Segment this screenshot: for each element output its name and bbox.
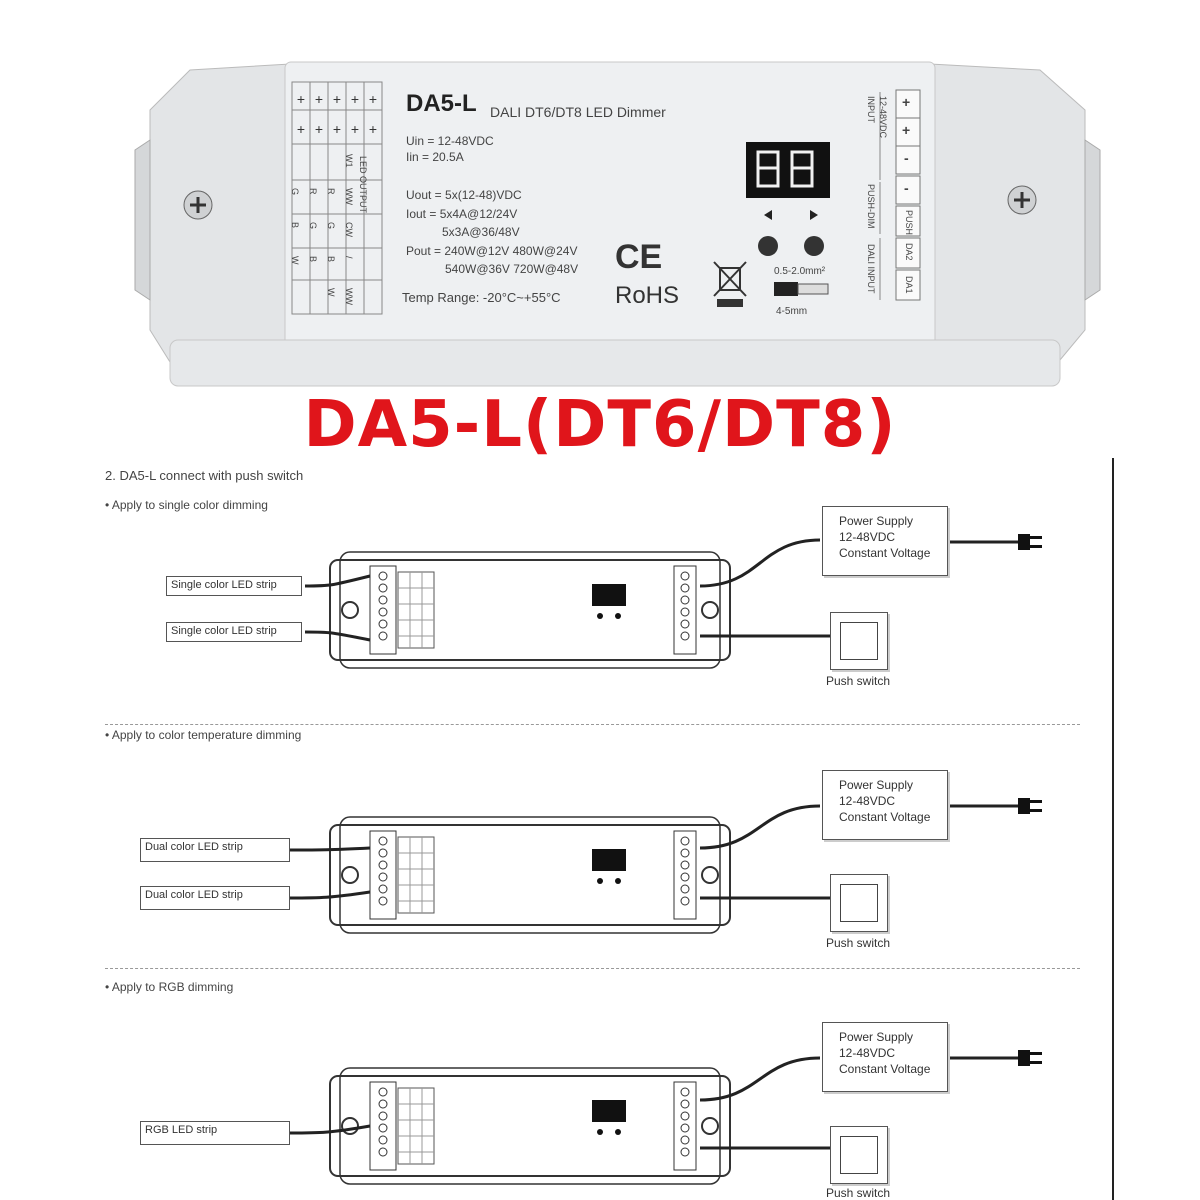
product-title: DA5-L(DT6/DT8) <box>303 388 897 462</box>
screw-icon <box>183 190 213 220</box>
svg-text:+: + <box>351 91 359 107</box>
screw-icon <box>1007 185 1037 215</box>
section-divider <box>105 724 1080 725</box>
left-button[interactable] <box>758 236 778 256</box>
svg-text:+: + <box>315 91 323 107</box>
wire-gauge: 0.5-2.0mm² <box>774 266 826 277</box>
terminal-plus: + <box>902 122 911 138</box>
ps-line: 12-48VDC <box>839 530 896 544</box>
power-supply-box: Power Supply 12-48VDC Constant Voltage <box>822 506 948 576</box>
push-switch-label: Push switch <box>826 1186 891 1200</box>
svg-text:+: + <box>369 121 377 137</box>
ps-line: Power Supply <box>839 514 914 528</box>
terminal-minus: - <box>904 180 909 196</box>
terminal-minus: - <box>904 150 909 166</box>
ps-line: Constant Voltage <box>839 810 931 824</box>
spec-temp: Temp Range: -20°C~+55°C <box>402 290 561 305</box>
led-strip-box: Single color LED strip <box>166 576 302 596</box>
led-strip-box: Dual color LED strip <box>140 838 290 862</box>
power-supply-box: Power Supply 12-48VDC Constant Voltage <box>822 1022 948 1092</box>
ce-mark: CE <box>615 238 663 276</box>
spec-iout1: Iout = 5x4A@12/24V <box>406 207 518 221</box>
section-divider <box>105 968 1080 969</box>
led-strip-box: Single color LED strip <box>166 622 302 642</box>
svg-text:+: + <box>297 121 305 137</box>
product-subtitle: DALI DT6/DT8 LED Dimmer <box>490 104 666 120</box>
ps-line: 12-48VDC <box>839 1046 896 1060</box>
push-switch-label: Push switch <box>826 674 891 688</box>
rohs-mark: RoHS <box>615 282 680 309</box>
svg-text:+: + <box>369 91 377 107</box>
svg-text:+: + <box>333 121 341 137</box>
led-strip-box: RGB LED strip <box>140 1121 290 1145</box>
push-switch[interactable] <box>830 612 888 670</box>
ps-line: Constant Voltage <box>839 1062 931 1076</box>
led-strip-box: Dual color LED strip <box>140 886 290 910</box>
strip-length: 4-5mm <box>776 306 808 317</box>
spec-iout2: 5x3A@36/48V <box>442 225 520 239</box>
spec-iin: Iin = 20.5A <box>406 150 464 164</box>
spec-pout1: Pout = 240W@12V 480W@24V <box>406 244 578 258</box>
section-bullet: • Apply to RGB dimming <box>105 980 234 994</box>
push-switch[interactable] <box>830 1126 888 1184</box>
diagram-heading: 2. DA5-L connect with push switch <box>105 468 304 483</box>
spec-uout: Uout = 5x(12-48)VDC <box>406 188 522 202</box>
push-switch-label: Push switch <box>826 936 891 950</box>
push-switch[interactable] <box>830 874 888 932</box>
ps-line: Constant Voltage <box>839 546 931 560</box>
section-bullet: • Apply to single color dimming <box>105 498 268 512</box>
right-button[interactable] <box>804 236 824 256</box>
svg-text:+: + <box>333 91 341 107</box>
ps-line: Power Supply <box>839 1030 914 1044</box>
power-supply-box: Power Supply 12-48VDC Constant Voltage <box>822 770 948 840</box>
spec-pout2: 540W@36V 720W@48V <box>445 262 579 276</box>
spec-uin: Uin = 12-48VDC <box>406 134 494 148</box>
page-border <box>1112 458 1114 1200</box>
ps-line: Power Supply <box>839 778 914 792</box>
ps-line: 12-48VDC <box>839 794 896 808</box>
product-model: DA5-L <box>406 90 477 117</box>
svg-text:+: + <box>315 121 323 137</box>
terminal-plus: + <box>902 94 911 110</box>
product-photo: + + + + + + + + + + <box>134 61 1101 387</box>
weee-bin-icon <box>713 261 747 307</box>
section-bullet: • Apply to color temperature dimming <box>105 728 302 742</box>
svg-text:+: + <box>351 121 359 137</box>
svg-text:+: + <box>297 91 305 107</box>
